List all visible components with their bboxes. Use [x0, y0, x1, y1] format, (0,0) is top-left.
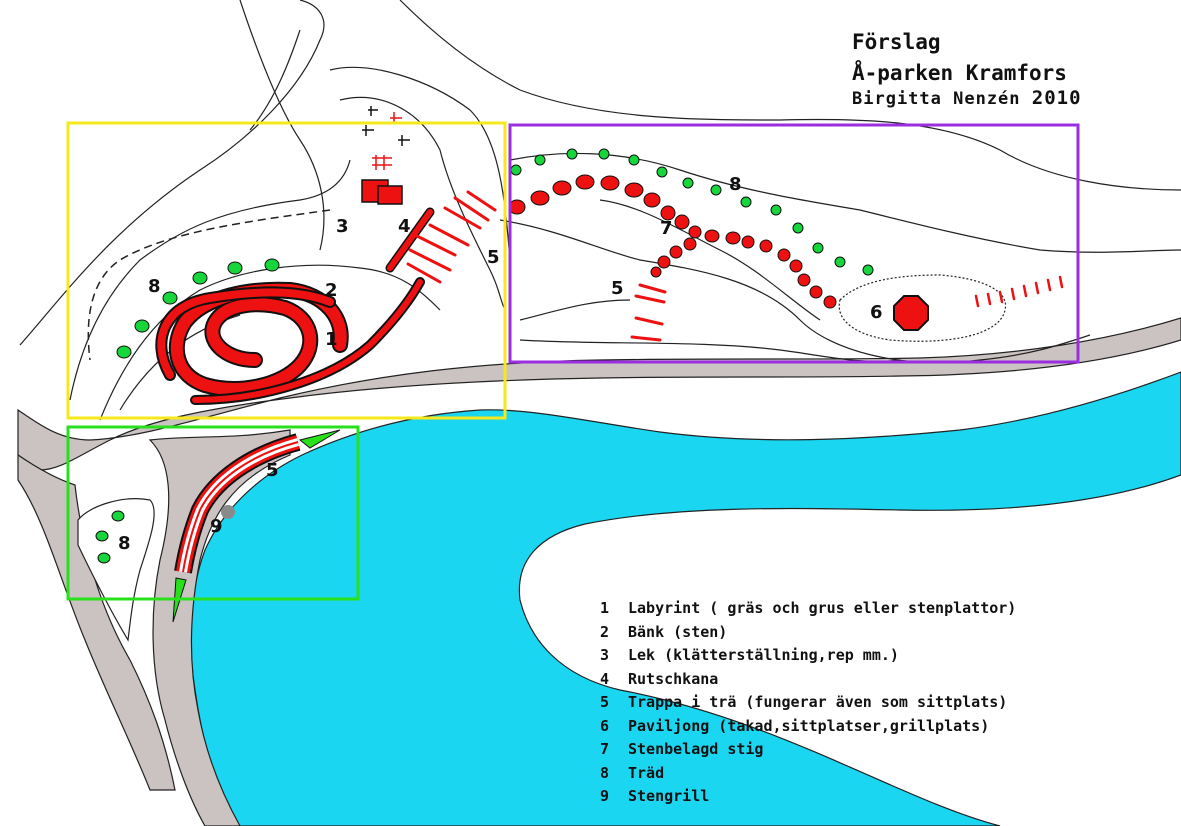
- dashed-trail: [87, 209, 331, 361]
- label-stairs-north: 5: [487, 247, 500, 268]
- label-labyrinth: 1: [325, 329, 338, 350]
- legend-text: Rutschkana: [628, 669, 719, 688]
- legend-number: 9: [600, 787, 610, 805]
- zone-frame-yellow: [66, 121, 507, 420]
- legend-text: Lek (klätterställning,rep mm.): [628, 646, 899, 664]
- legend-text: Labyrint ( gräs och grus eller stenplatt…: [628, 599, 1017, 617]
- label-trees-southwest: 8: [118, 533, 131, 554]
- labyrinth: [155, 277, 425, 405]
- legend-item: 2 Bänk (sten): [600, 621, 1016, 645]
- legend-item: 4 Rutschkana: [600, 668, 1016, 692]
- legend-text: Paviljong (takad,sittplatser,grillplats): [628, 716, 990, 735]
- legend-number: 1: [600, 599, 610, 617]
- legend-text: Stenbelagd stig: [628, 740, 764, 758]
- zone-frame-purple: [508, 123, 1080, 364]
- legend-number: 2: [600, 622, 610, 641]
- legend-number: 5: [600, 693, 610, 711]
- title-line-2: Å-parken Kramfors: [852, 61, 1067, 85]
- walkway-band: [17, 317, 1181, 471]
- label-stairs-mid: 5: [611, 278, 624, 299]
- label-slide: 4: [398, 216, 411, 237]
- legend-number: 7: [600, 740, 610, 758]
- pavilion: [893, 295, 929, 331]
- zone-frame-green: [66, 425, 360, 601]
- label-grill: 9: [210, 516, 223, 537]
- label-trees-west: 8: [148, 276, 161, 297]
- label-pavilion: 6: [870, 302, 883, 323]
- legend-item: 7 Stenbelagd stig: [600, 738, 1016, 762]
- title-line-1: Förslag: [852, 30, 941, 54]
- legend-number: 6: [600, 716, 610, 735]
- legend-item: 9 Stengrill: [600, 785, 1016, 809]
- stairs-south: [174, 433, 301, 574]
- legend-text: Träd: [628, 763, 665, 782]
- legend-text: Stengrill: [628, 787, 710, 805]
- legend-text: Bänk (sten): [628, 622, 728, 641]
- stairs-east: [974, 275, 1064, 308]
- stone-path: [508, 174, 837, 309]
- legend-item: 6 Paviljong (takad,sittplatser,grillplats…: [600, 715, 1016, 739]
- play-structure: [361, 106, 410, 205]
- legend-number: 4: [600, 669, 610, 688]
- legend-item: 5 Trappa i trä (fungerar även som sittpla…: [600, 691, 1016, 715]
- legend-item: 8 Träd: [600, 762, 1016, 786]
- label-play: 3: [336, 216, 349, 237]
- arrow-right-icon: [298, 429, 341, 449]
- slide: [385, 207, 435, 273]
- stairs-north: [406, 190, 497, 284]
- label-trees-north: 8: [729, 174, 742, 195]
- legend-text: Trappa i trä (fungerar även som sittplat…: [628, 693, 1008, 711]
- legend-item: 3 Lek (klätterställning,rep mm.): [600, 644, 1016, 668]
- title-author: Birgitta Nenzén 2010: [852, 87, 1082, 109]
- legend-number: 3: [600, 646, 610, 664]
- legend: 1 Labyrint ( gräs och grus eller stenplat…: [600, 597, 1016, 809]
- legend-item: 1 Labyrint ( gräs och grus eller stenplat…: [600, 597, 1016, 621]
- author-name: Birgitta Nenzén: [852, 89, 1021, 109]
- stone-grill: [221, 505, 235, 519]
- label-stairs-south: 5: [266, 460, 279, 481]
- label-path: 7: [660, 218, 673, 239]
- trees: [95, 148, 874, 564]
- stairs-mid: [630, 283, 667, 342]
- author-year: 2010: [1031, 87, 1082, 109]
- label-bench: 2: [325, 280, 338, 301]
- legend-number: 8: [600, 763, 610, 782]
